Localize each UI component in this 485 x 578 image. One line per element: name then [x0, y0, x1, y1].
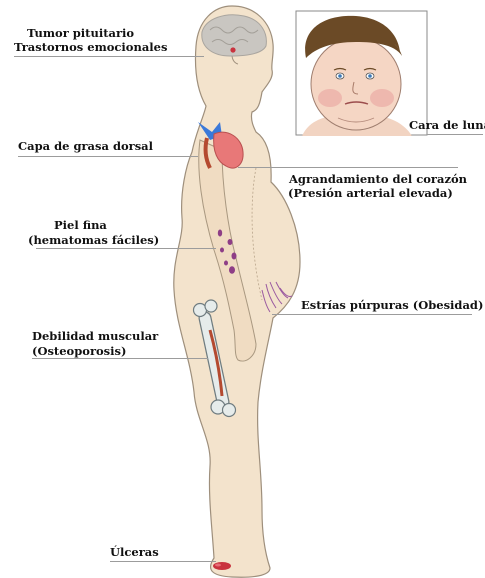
- moon-face-inset: [296, 11, 427, 136]
- label-moon-face: Cara de luna: [409, 118, 485, 132]
- leader-ulcers: [110, 561, 216, 562]
- leader-emotional: [14, 56, 204, 57]
- label-osteoporosis: (Osteoporosis): [32, 344, 126, 358]
- leader-moon-face: [427, 134, 483, 135]
- label-easy-bruising: (hematomas fáciles): [28, 233, 159, 247]
- label-high-blood-pressure: (Presión arterial elevada): [288, 186, 453, 200]
- label-heart-enlargement: Agrandamiento del corazón: [289, 172, 467, 186]
- pituitary-tumor-dot: [230, 47, 235, 52]
- label-thin-skin: Piel fina: [54, 218, 107, 232]
- leader-muscle: [32, 358, 208, 359]
- label-muscle-weakness: Debilidad muscular: [32, 329, 158, 343]
- leader-dorsal-fat: [18, 156, 198, 157]
- leader-striae: [272, 314, 472, 315]
- ulcer: [213, 562, 231, 570]
- label-dorsal-fat-pad: Capa de grasa dorsal: [18, 139, 153, 153]
- label-pituitary-tumor: Tumor pituitario: [27, 26, 134, 40]
- label-emotional-disorders: Trastornos emocionales: [14, 40, 167, 54]
- label-purple-striae: Estrías púrpuras (Obesidad): [301, 298, 483, 312]
- leader-heart: [238, 167, 458, 168]
- leader-thin-skin: [36, 248, 216, 249]
- label-ulcers: Úlceras: [110, 545, 159, 559]
- face-round: [311, 38, 401, 130]
